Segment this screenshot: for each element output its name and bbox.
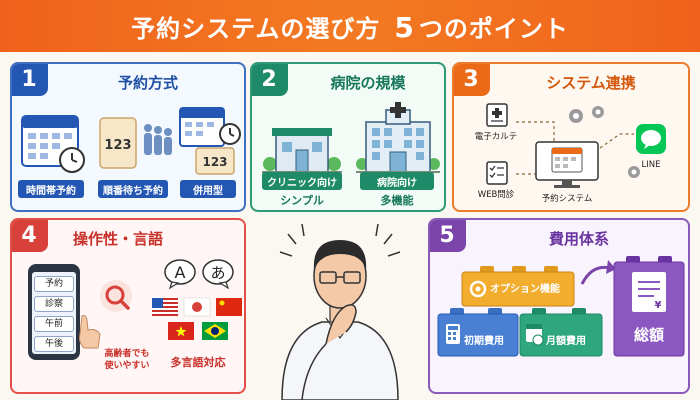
point-2-badge: 2 bbox=[252, 64, 288, 96]
option-block-label: オプション機能 bbox=[490, 283, 560, 295]
option-block bbox=[461, 266, 575, 307]
thinking-man-illustration bbox=[279, 223, 401, 400]
point-2-title: 病院の規模 bbox=[330, 74, 406, 92]
point-4-card: 4 操作性・言語 予約 診察 午前 午後 高齢者でも 使いやすい A あ bbox=[10, 218, 246, 394]
reservation-system-label: 予約システム bbox=[541, 194, 593, 204]
flag-japan-icon bbox=[183, 297, 211, 317]
title-number: 5 bbox=[394, 10, 415, 44]
monthly-cost-label: 月額費用 bbox=[546, 335, 586, 347]
total-label: 総額 bbox=[633, 325, 664, 344]
point-3-card: 3 システム連携 電子カルテ WEB問診 予約システム LINE bbox=[452, 62, 690, 212]
option-combined: 併用型 bbox=[180, 180, 236, 198]
calendar-clock-icon bbox=[21, 115, 85, 173]
svg-text:¥: ¥ bbox=[655, 300, 662, 311]
phone-button-pm: 午後 bbox=[34, 336, 74, 352]
option-queue: 順番待ち予約 bbox=[98, 180, 168, 198]
hospital-sub: 多機能 bbox=[380, 194, 414, 207]
svg-text:あ: あ bbox=[210, 264, 225, 282]
svg-text:123: 123 bbox=[104, 138, 131, 153]
total-block: ¥ bbox=[613, 256, 685, 357]
multilang-label: 多言語対応 bbox=[170, 356, 226, 369]
point-1-badge: 1 bbox=[12, 64, 48, 96]
phone-button-exam: 診察 bbox=[34, 296, 74, 312]
monthly-cost-block bbox=[519, 308, 603, 357]
flag-usa-icon bbox=[152, 298, 178, 316]
flag-vietnam-icon bbox=[168, 322, 194, 340]
point-3-badge: 3 bbox=[454, 64, 490, 96]
phone-button-reserve: 予約 bbox=[34, 276, 74, 292]
combined-icon: 123 bbox=[179, 107, 241, 175]
hand-icon bbox=[79, 315, 101, 349]
clinic-label: クリニック向け bbox=[262, 172, 342, 190]
flag-brazil-icon bbox=[202, 322, 228, 340]
queue-ticket-icon: 123 bbox=[99, 117, 172, 169]
line-app-icon bbox=[636, 124, 666, 154]
reservation-system-monitor-icon bbox=[535, 141, 599, 188]
hospital-building-icon bbox=[356, 102, 440, 173]
speech-bubble-a-icon: A bbox=[164, 259, 196, 290]
point-1-title: 予約方式 bbox=[117, 74, 178, 92]
point-3-title: システム連携 bbox=[546, 74, 636, 92]
point-5-title: 費用体系 bbox=[548, 230, 609, 248]
option-time-slot: 時間帯予約 bbox=[18, 180, 84, 198]
initial-cost-block bbox=[437, 308, 519, 357]
point-2-card: 2 病院の規模 クリニック向け シンプル 病院向け 多機能 bbox=[250, 62, 446, 212]
elderly-note-line-2: 使いやすい bbox=[104, 361, 150, 371]
point-4-title: 操作性・言語 bbox=[72, 230, 163, 248]
hospital-label: 病院向け bbox=[360, 172, 434, 190]
clinic-sub: シンプル bbox=[280, 194, 324, 207]
flag-china-icon bbox=[216, 298, 242, 316]
elderly-note: 高齢者でも 使いやすい bbox=[92, 348, 162, 372]
svg-text:123: 123 bbox=[202, 155, 227, 169]
point-4-badge: 4 bbox=[12, 220, 48, 252]
phone-button-am: 午前 bbox=[34, 316, 74, 332]
clinic-building-icon bbox=[262, 128, 342, 173]
speech-bubble-hiragana-icon: あ bbox=[202, 259, 234, 290]
title-main: 予約システムの選び方 bbox=[131, 14, 381, 43]
ehr-label: 電子カルテ bbox=[474, 132, 518, 142]
line-label: LINE bbox=[641, 160, 661, 170]
initial-cost-label: 初期費用 bbox=[464, 335, 504, 347]
point-1-card: 1 予約方式 123 123 時間帯予約 順番待ち予約 bbox=[10, 62, 246, 212]
web-interview-icon bbox=[486, 161, 508, 185]
arrow-to-total-icon bbox=[580, 260, 616, 285]
point-5-badge: 5 bbox=[430, 220, 466, 252]
magnifier-icon bbox=[100, 280, 132, 312]
elderly-note-line-1: 高齢者でも bbox=[104, 349, 150, 359]
title-suffix: つのポイント bbox=[418, 14, 569, 43]
web-interview-label: WEB問診 bbox=[477, 190, 515, 200]
point-5-card: 5 費用体系 オプション機能 初期費用 月額費用 ¥ 総額 bbox=[428, 218, 690, 394]
svg-text:A: A bbox=[175, 263, 186, 282]
ehr-icon bbox=[486, 103, 508, 127]
